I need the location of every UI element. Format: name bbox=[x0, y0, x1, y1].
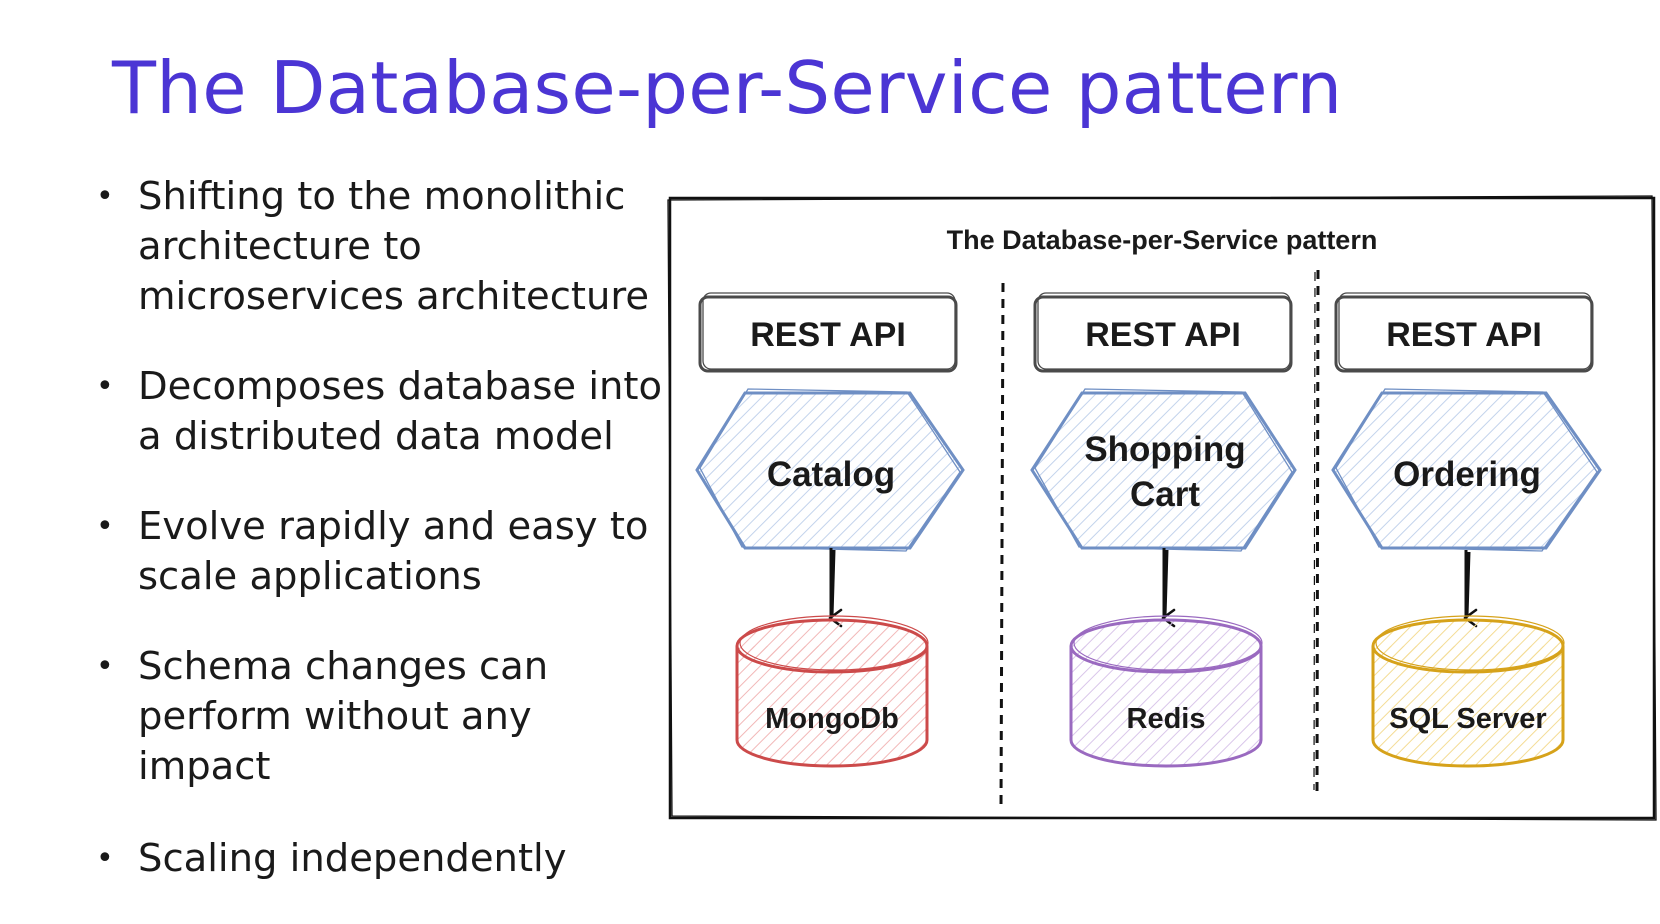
service-hexagon: Catalog bbox=[695, 388, 965, 552]
database-cylinder: MongoDb bbox=[735, 615, 929, 768]
service-label: Ordering bbox=[1393, 455, 1541, 494]
column-separator-sketch bbox=[1313, 271, 1316, 791]
rest-api-label: REST API bbox=[1085, 316, 1241, 354]
slide-title: The Database-per-Service pattern bbox=[112, 46, 1343, 130]
service-label: Catalog bbox=[767, 455, 895, 494]
database-label: SQL Server bbox=[1389, 703, 1546, 735]
bullet-item: Evolve rapidly and easy to scale applica… bbox=[96, 502, 676, 602]
service-label: Shopping bbox=[1084, 430, 1245, 469]
service-hexagon: Shopping Cart bbox=[1030, 388, 1297, 552]
rest-api-box: REST API bbox=[1033, 292, 1293, 373]
bullet-list: Shifting to the monolithic architecture … bbox=[96, 172, 676, 924]
database-cylinder: Redis bbox=[1069, 615, 1263, 768]
arrow bbox=[1463, 550, 1478, 628]
architecture-diagram: The Database-per-Service pattern REST AP… bbox=[667, 195, 1657, 821]
database-label: MongoDb bbox=[765, 703, 899, 735]
rest-api-label: REST API bbox=[1386, 316, 1542, 354]
column-separator bbox=[1315, 269, 1320, 793]
bullet-item: Shifting to the monolithic architecture … bbox=[96, 172, 676, 322]
bullet-item: Scaling independently bbox=[96, 834, 676, 884]
arrow bbox=[1161, 548, 1176, 628]
bullet-item: Decomposes database into a distributed d… bbox=[96, 362, 676, 462]
service-label: Cart bbox=[1130, 475, 1200, 514]
arrow bbox=[828, 548, 843, 628]
rest-api-label: REST API bbox=[750, 316, 906, 354]
rest-api-box: REST API bbox=[698, 292, 958, 373]
column-separator bbox=[999, 282, 1005, 809]
rest-api-box: REST API bbox=[1334, 292, 1594, 373]
database-label: Redis bbox=[1127, 703, 1206, 735]
service-hexagon: Ordering bbox=[1331, 388, 1602, 552]
bullet-item: Schema changes can perform without any i… bbox=[96, 642, 676, 792]
database-cylinder: SQL Server bbox=[1371, 615, 1565, 768]
diagram-title: The Database-per-Service pattern bbox=[947, 225, 1378, 255]
